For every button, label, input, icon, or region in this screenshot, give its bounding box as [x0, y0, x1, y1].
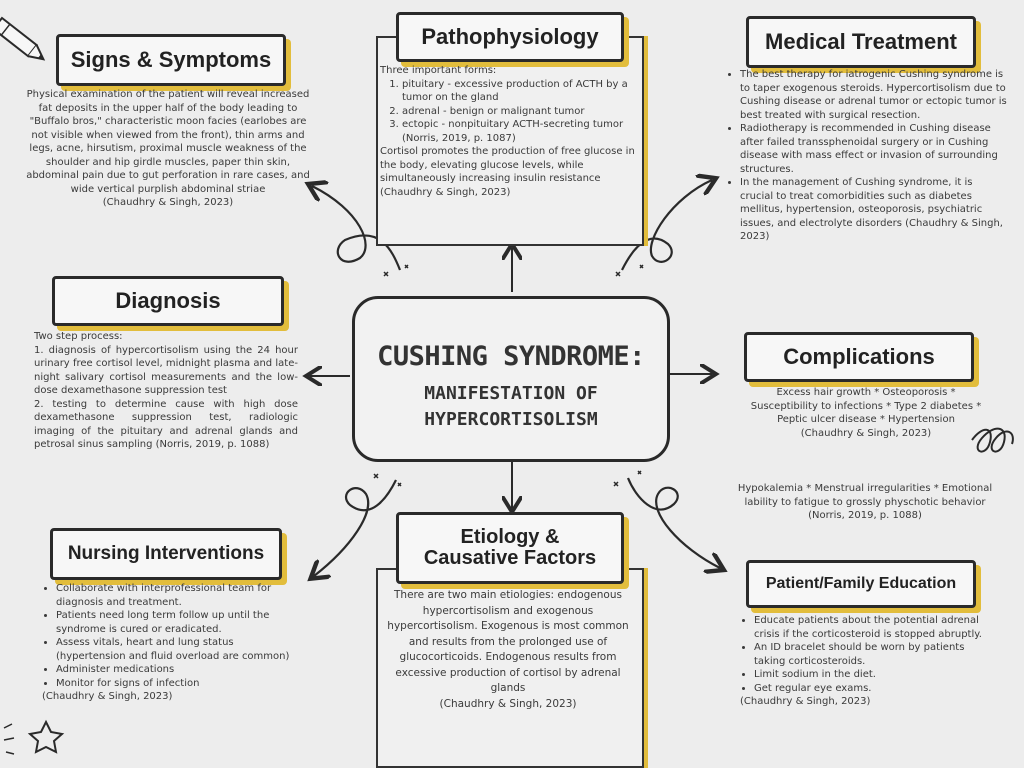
curly-arrow-nursing [314, 479, 397, 576]
main-title-line2: MANIFESTATION OF HYPERCORTISOLISM [424, 383, 598, 430]
patient-family-education-title: Patient/Family Education [746, 560, 976, 608]
medical-treatment-title: Medical Treatment [746, 16, 976, 68]
list-item: Administer medications [56, 663, 294, 677]
patient-family-education-text: Educate patients about the potential adr… [740, 614, 994, 709]
list-item: adrenal - benign or malignant tumor [402, 105, 636, 119]
pencil-icon [0, 16, 46, 61]
curly-arrow-education [626, 477, 720, 568]
complications-title: Complications [744, 332, 974, 382]
complications-text: Excess hair growth * Osteoporosis * Susc… [750, 387, 982, 439]
list-item: The best therapy for iatrogenic Cushing … [740, 68, 1008, 122]
pathophysiology-title: Pathophysiology [396, 12, 624, 62]
list-item: Collaborate with interprofessional team … [56, 582, 294, 609]
dash-marks-icon [3, 723, 15, 755]
list-item: Educate patients about the potential adr… [754, 614, 994, 641]
list-item: pituitary - excessive production of ACTH… [402, 78, 636, 105]
etiology-citation: (Chaudhry & Singh, 2023) [439, 697, 577, 710]
signs-symptoms-title: Signs & Symptoms [56, 34, 286, 86]
nursing-citation: (Chaudhry & Singh, 2023) [42, 691, 173, 702]
pathophysiology-panel [376, 36, 644, 246]
diagnosis-title: Diagnosis [52, 276, 284, 326]
list-item: Radiotherapy is recommended in Cushing d… [740, 122, 1008, 176]
list-item: In the management of Cushing syndrome, i… [740, 176, 1008, 244]
squiggle-icon [971, 427, 1014, 453]
complications-text-2: Hypokalemia * Menstrual irregularities *… [737, 483, 993, 521]
list-item: Assess vitals, heart and lung status (hy… [56, 636, 294, 663]
diagnosis-text: Two step process: 1. diagnosis of hyperc… [34, 331, 298, 450]
nursing-interventions-text: Collaborate with interprofessional team … [42, 582, 294, 704]
list-item: ectopic - nonpituitary ACTH-secreting tu… [402, 118, 636, 145]
medical-treatment-text: The best therapy for iatrogenic Cushing … [726, 68, 1008, 244]
nursing-interventions-title: Nursing Interventions [50, 528, 282, 580]
list-item: Get regular eye exams. [754, 682, 994, 696]
list-item: An ID bracelet should be worn by patient… [754, 641, 994, 668]
pathophysiology-text: Three important forms: pituitary - exces… [380, 64, 636, 199]
signs-citation: (Chaudhry & Singh, 2023) [102, 197, 234, 208]
etiology-text: There are two main etiologies: endogenou… [387, 589, 629, 710]
star-icon [27, 719, 65, 754]
education-citation: (Chaudhry & Singh, 2023) [740, 696, 871, 707]
etiology-title: Etiology & Causative Factors [396, 512, 624, 584]
list-item: Limit sodium in the diet. [754, 668, 994, 682]
list-item: Patients need long term follow up until … [56, 609, 294, 636]
sparkle-icons [373, 264, 644, 487]
main-title-line1: CUSHING SYNDROME: [377, 341, 645, 372]
main-title-box: CUSHING SYNDROME: MANIFESTATION OF HYPER… [352, 296, 670, 462]
list-item: Monitor for signs of infection [56, 677, 294, 691]
signs-symptoms-text: Physical examination of the patient will… [26, 89, 310, 208]
etiology-panel [376, 568, 644, 768]
